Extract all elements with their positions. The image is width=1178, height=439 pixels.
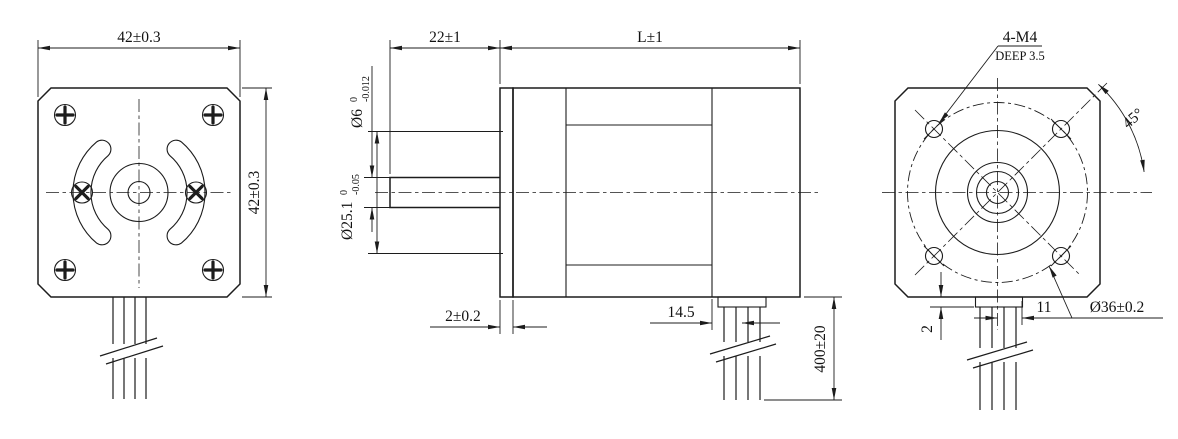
svg-text:Ø25.1: Ø25.1	[339, 202, 356, 240]
front-view: 42±0.3 42±0.3	[37, 29, 272, 399]
rear-wire-position-dim: 11	[1037, 299, 1052, 316]
shaft-length-dim: 22±1	[429, 29, 461, 46]
svg-text:0: 0	[349, 97, 360, 102]
mounting-holes	[923, 118, 1072, 267]
body-length-dim: L±1	[637, 29, 663, 46]
bearing-ring-inner	[975, 170, 1020, 215]
pilot-dia-dim: Ø25.1 0 -0.05	[339, 174, 362, 240]
bolt-circle-dim: Ø36±0.2	[1090, 299, 1145, 316]
lead-length-dim: 400±20	[812, 325, 829, 373]
boss-thickness-dim: 2±0.2	[445, 308, 481, 325]
bolt-circle	[907, 102, 1088, 283]
svg-text:Ø6: Ø6	[349, 109, 366, 128]
pilot-boss-circle	[109, 162, 169, 223]
front-dim-lines	[37, 40, 272, 298]
svg-text:-0.012: -0.012	[361, 76, 372, 102]
shaft-hole-circle	[127, 180, 151, 205]
svg-text:-0.05: -0.05	[351, 174, 362, 195]
front-lead-wires	[99, 297, 164, 399]
wire-exit-dim: 2	[919, 325, 936, 333]
side-lead-wires	[709, 307, 777, 400]
mount-holes-depth: DEEP 3.5	[995, 49, 1045, 63]
svg-text:0: 0	[339, 190, 350, 195]
holes-angle-dim: 45°	[1119, 105, 1147, 132]
rear-shaft-circle	[985, 180, 1010, 205]
slot-screws	[70, 181, 208, 204]
front-height-dim: 42±0.3	[246, 171, 263, 215]
wire-position-dim: 14.5	[667, 304, 694, 321]
front-centerlines	[46, 99, 232, 288]
rear-dim-lines	[930, 45, 1163, 340]
rear-lead-wires	[966, 307, 1034, 410]
left-arc-slot	[72, 139, 112, 246]
right-arc-slot	[166, 139, 206, 246]
side-view: 22±1 L±1 Ø6 0 -0.012 Ø25.1 0 -0.05 2±0.2…	[339, 29, 842, 401]
front-dim-arrows	[38, 45, 269, 297]
motor-body-outline	[512, 87, 801, 298]
mount-holes-label: 4-M4	[1003, 29, 1038, 46]
rear-wire-exit-block	[974, 296, 1024, 308]
rear-face-outline	[894, 87, 1101, 298]
shaft-profile	[389, 176, 500, 209]
front-width-dim: 42±0.3	[117, 29, 161, 46]
motor-face-outline	[37, 87, 241, 298]
corner-screws	[53, 103, 225, 282]
rear-centerlines	[882, 78, 1152, 330]
wire-exit-block	[717, 296, 767, 308]
rear-boss-circle	[934, 129, 1061, 256]
bearing-ring-outer	[966, 161, 1029, 224]
rear-view: 4-M4 DEEP 3.5 45° 11 Ø36±0.2 2	[882, 29, 1163, 410]
body-section-lines	[565, 88, 713, 297]
shaft-dia-dim: Ø6 0 -0.012	[349, 76, 372, 128]
